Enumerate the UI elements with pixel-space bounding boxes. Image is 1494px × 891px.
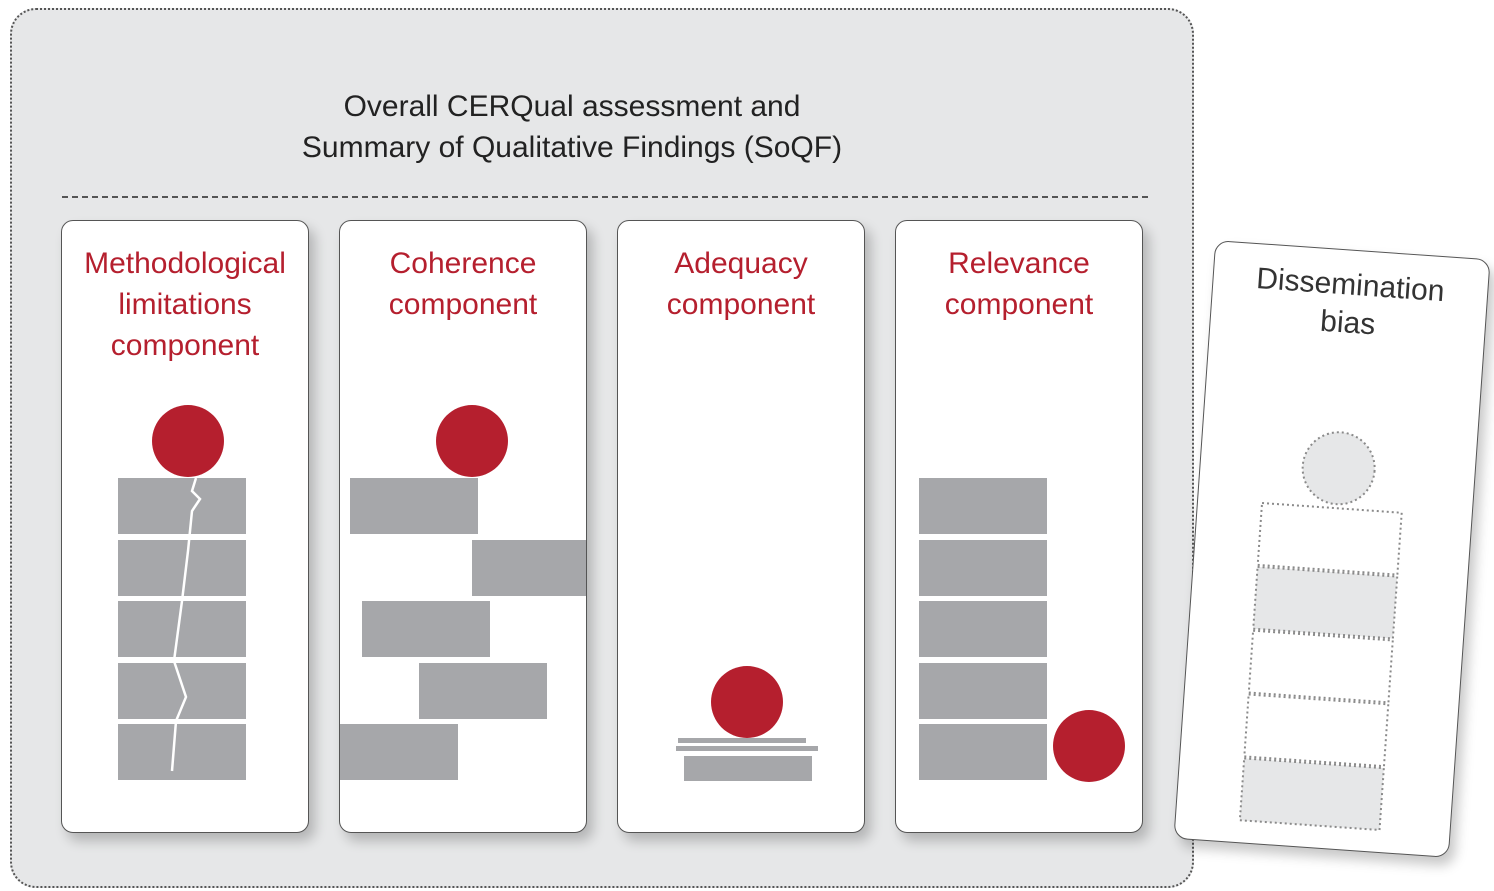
faded-block [1243,693,1390,768]
stack-block [118,663,246,719]
cracked-stack-illustration [118,405,246,780]
dissemination-bias-card: Dissemination bias [1173,240,1491,858]
stack-block [919,663,1047,719]
adequacy-card: Adequacy component [617,220,865,833]
offset-ball-stack-illustration [919,478,1125,782]
coherence-card: Coherence component [339,220,587,833]
stack-block [919,601,1047,657]
component-title: Coherence component [388,247,538,321]
finding-ball [711,666,783,738]
finding-ball [152,405,224,477]
component-title: Relevance component [944,247,1094,321]
overall-title: Overall CERQual assessment and Summary o… [12,86,1132,168]
stack-block [919,724,1047,780]
overall-title-line-2: Summary of Qualitative Findings (SoQF) [301,131,843,164]
component-title: Methodological limitations component [84,247,286,362]
faded-block [1252,565,1399,640]
finding-ball [1053,710,1125,782]
crack-line [170,477,202,772]
faded-block [1247,629,1394,704]
relevance-card: Relevance component [895,220,1143,833]
dashed-divider [62,196,1148,198]
faded-block [1238,757,1385,832]
stack-block [919,478,1047,534]
thin-layer [676,746,818,751]
stack-block [340,724,458,780]
overall-title-line-1: Overall CERQual assessment and [343,90,801,123]
dotted-stack-illustration [1238,431,1403,832]
stack-block [118,478,246,534]
finding-ball [436,405,508,477]
stack-block [919,540,1047,596]
stack-block [419,663,547,719]
faded-block [1256,501,1403,576]
stack-block [118,540,246,596]
stack-block [684,756,812,781]
methodological-limitations-card: Methodological limitations component [61,220,309,833]
stack-block [362,601,490,657]
stack-block [118,724,246,780]
component-title: Adequacy component [666,247,816,321]
stack-block [350,478,478,534]
stack-block [472,540,586,596]
misaligned-stack-illustration [340,405,586,780]
thin-stack-illustration [676,666,818,781]
thin-layer [678,738,806,743]
faded-ball [1301,431,1376,506]
